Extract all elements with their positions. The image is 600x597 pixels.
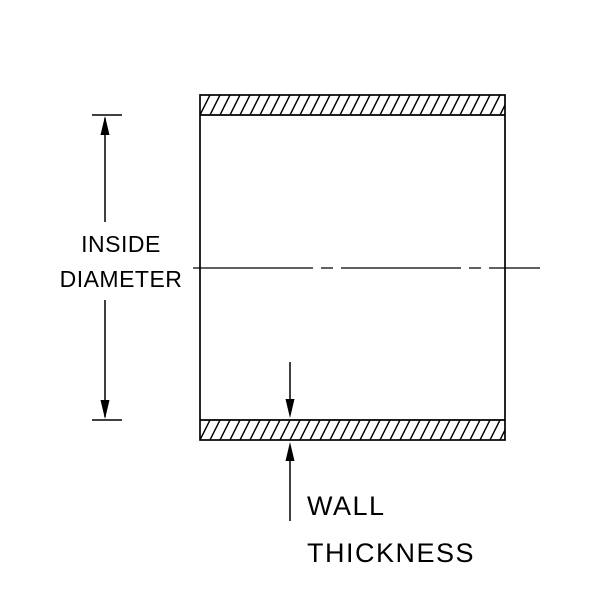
wall-thickness-label: WALL THICKNESS (307, 483, 475, 577)
inside-diameter-arrow-down (100, 400, 110, 419)
wall-thickness-arrow-up (285, 442, 295, 461)
bottom-wall-hatch (200, 420, 505, 440)
top-wall-hatch (200, 95, 505, 115)
wall-thickness-label-line2: THICKNESS (307, 538, 476, 568)
inside-diameter-arrow-up (100, 116, 110, 135)
inside-diameter-label-line2: DIAMETER (59, 266, 183, 292)
wall-thickness-label-line1: WALL (307, 491, 386, 521)
inside-diameter-label: INSIDE DIAMETER (41, 227, 201, 297)
wall-thickness-arrow-down (285, 399, 295, 418)
inside-diameter-label-line1: INSIDE (81, 231, 161, 257)
